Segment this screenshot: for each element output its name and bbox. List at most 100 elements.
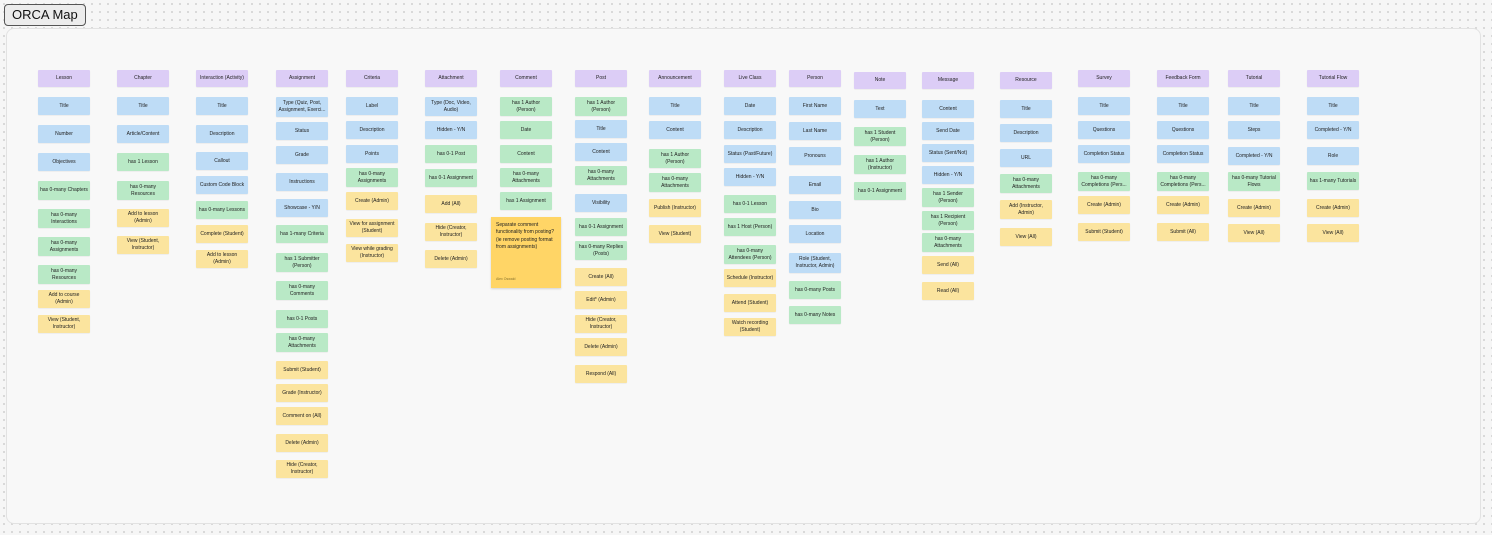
attribute-note-attachment[interactable]: Hide (Creator, Instructor) <box>425 223 477 241</box>
attribute-note-assignment[interactable]: has 1-many Criteria <box>276 225 328 243</box>
entity-header-announcement[interactable]: Announcement <box>649 70 701 87</box>
attribute-note-interaction[interactable]: Add to lesson (Admin) <box>196 250 248 268</box>
attribute-note-criteria[interactable]: Create (Admin) <box>346 192 398 210</box>
attribute-note-lesson[interactable]: Number <box>38 125 90 143</box>
entity-header-message[interactable]: Message <box>922 72 974 89</box>
attribute-note-lesson[interactable]: has 0-many Resources <box>38 265 90 284</box>
attribute-note-tutorial-flow[interactable]: Create (Admin) <box>1307 199 1359 217</box>
attribute-note-assignment[interactable]: has 0-many Comments <box>276 281 328 300</box>
attribute-note-comment[interactable]: has 0-many Attachments <box>500 168 552 187</box>
attribute-note-assignment[interactable]: Submit (Student) <box>276 361 328 379</box>
attribute-note-assignment[interactable]: Hide (Creator, Instructor) <box>276 460 328 478</box>
attribute-note-criteria[interactable]: View while grading (Instructor) <box>346 244 398 262</box>
attribute-note-note[interactable]: has 1 Student (Person) <box>854 127 906 146</box>
attribute-note-resource[interactable]: Description <box>1000 124 1052 142</box>
attribute-note-comment[interactable]: has 1 Author (Person) <box>500 97 552 116</box>
attribute-note-announcement[interactable]: View (Student) <box>649 225 701 243</box>
entity-header-resource[interactable]: Resource <box>1000 72 1052 89</box>
attribute-note-person[interactable]: has 0-many Notes <box>789 306 841 324</box>
attribute-note-live-class[interactable]: Description <box>724 121 776 139</box>
entity-header-tutorial-flow[interactable]: Tutorial Flow <box>1307 70 1359 87</box>
attribute-note-post[interactable]: has 1 Author (Person) <box>575 97 627 116</box>
entity-header-tutorial[interactable]: Tutorial <box>1228 70 1280 87</box>
attribute-note-assignment[interactable]: has 0-1 Posts <box>276 310 328 328</box>
attribute-note-feedback-form[interactable]: Completion Status <box>1157 145 1209 163</box>
attribute-note-resource[interactable]: Add (Instructor, Admin) <box>1000 200 1052 219</box>
sticky-note-comment[interactable]: Separate comment functionality from post… <box>491 217 561 288</box>
attribute-note-feedback-form[interactable]: has 0-many Completions (Pers... <box>1157 172 1209 191</box>
attribute-note-person[interactable]: Location <box>789 225 841 243</box>
attribute-note-post[interactable]: Edit* (Admin) <box>575 291 627 309</box>
attribute-note-feedback-form[interactable]: Title <box>1157 97 1209 115</box>
attribute-note-assignment[interactable]: Grade <box>276 146 328 164</box>
attribute-note-attachment[interactable]: Add (All) <box>425 195 477 213</box>
entity-header-post[interactable]: Post <box>575 70 627 87</box>
attribute-note-assignment[interactable]: Comment on (All) <box>276 407 328 425</box>
attribute-note-live-class[interactable]: has 0-many Attendees (Person) <box>724 245 776 264</box>
attribute-note-message[interactable]: Send (All) <box>922 256 974 274</box>
attribute-note-interaction[interactable]: Description <box>196 125 248 143</box>
attribute-note-message[interactable]: Content <box>922 100 974 118</box>
attribute-note-assignment[interactable]: has 1 Submitter (Person) <box>276 253 328 272</box>
attribute-note-tutorial[interactable]: Create (Admin) <box>1228 199 1280 217</box>
attribute-note-post[interactable]: Title <box>575 120 627 138</box>
attribute-note-chapter[interactable]: Article/Content <box>117 125 169 143</box>
attribute-note-post[interactable]: has 0-1 Assignment <box>575 218 627 236</box>
attribute-note-tutorial[interactable]: Completed - Y/N <box>1228 147 1280 165</box>
attribute-note-post[interactable]: Respond (All) <box>575 365 627 383</box>
attribute-note-tutorial-flow[interactable]: has 1-many Tutorials <box>1307 172 1359 190</box>
attribute-note-lesson[interactable]: Objectives <box>38 153 90 171</box>
attribute-note-tutorial-flow[interactable]: View (All) <box>1307 224 1359 242</box>
attribute-note-chapter[interactable]: has 0-many Resources <box>117 181 169 200</box>
attribute-note-lesson[interactable]: has 0-many Chapters <box>38 181 90 200</box>
attribute-note-interaction[interactable]: Complete (Student) <box>196 225 248 243</box>
attribute-note-note[interactable]: has 0-1 Assignment <box>854 182 906 200</box>
attribute-note-survey[interactable]: Submit (Student) <box>1078 223 1130 241</box>
attribute-note-announcement[interactable]: has 0-many Attachments <box>649 173 701 192</box>
attribute-note-survey[interactable]: Title <box>1078 97 1130 115</box>
attribute-note-criteria[interactable]: Points <box>346 145 398 163</box>
attribute-note-message[interactable]: Send Date <box>922 122 974 140</box>
entity-header-feedback-form[interactable]: Feedback Form <box>1157 70 1209 87</box>
attribute-note-post[interactable]: Visibility <box>575 194 627 212</box>
attribute-note-note[interactable]: has 1 Author (Instructor) <box>854 155 906 174</box>
attribute-note-announcement[interactable]: Publish (Instructor) <box>649 199 701 217</box>
attribute-note-attachment[interactable]: Delete (Admin) <box>425 250 477 268</box>
attribute-note-person[interactable]: Last Name <box>789 122 841 140</box>
attribute-note-post[interactable]: has 0-many Replies (Posts) <box>575 241 627 260</box>
entity-header-survey[interactable]: Survey <box>1078 70 1130 87</box>
attribute-note-assignment[interactable]: Type (Quiz, Post, Assignment, Exerci... <box>276 97 328 117</box>
attribute-note-tutorial-flow[interactable]: Role <box>1307 147 1359 165</box>
attribute-note-note[interactable]: Text <box>854 100 906 118</box>
entity-header-attachment[interactable]: Attachment <box>425 70 477 87</box>
attribute-note-lesson[interactable]: has 0-many Interactions <box>38 209 90 228</box>
attribute-note-interaction[interactable]: Callout <box>196 152 248 170</box>
attribute-note-tutorial[interactable]: Title <box>1228 97 1280 115</box>
attribute-note-assignment[interactable]: has 0-many Attachments <box>276 333 328 352</box>
attribute-note-live-class[interactable]: Date <box>724 97 776 115</box>
attribute-note-post[interactable]: Create (All) <box>575 268 627 286</box>
attribute-note-survey[interactable]: Questions <box>1078 121 1130 139</box>
attribute-note-tutorial[interactable]: has 0-many Tutorial Flows <box>1228 172 1280 191</box>
attribute-note-criteria[interactable]: View for assignment (Student) <box>346 219 398 237</box>
attribute-note-announcement[interactable]: Content <box>649 121 701 139</box>
attribute-note-post[interactable]: has 0-many Attachments <box>575 166 627 185</box>
attribute-note-survey[interactable]: Completion Status <box>1078 145 1130 163</box>
attribute-note-person[interactable]: Role (Student, Instructor, Admin) <box>789 253 841 273</box>
attribute-note-message[interactable]: has 0-many Attachments <box>922 233 974 252</box>
attribute-note-message[interactable]: Status (Sent/Not) <box>922 144 974 162</box>
entity-header-criteria[interactable]: Criteria <box>346 70 398 87</box>
entity-header-note[interactable]: Note <box>854 72 906 89</box>
entity-header-assignment[interactable]: Assignment <box>276 70 328 87</box>
attribute-note-live-class[interactable]: has 1 Host (Person) <box>724 218 776 236</box>
attribute-note-interaction[interactable]: Title <box>196 97 248 115</box>
attribute-note-lesson[interactable]: Title <box>38 97 90 115</box>
attribute-note-comment[interactable]: Content <box>500 145 552 163</box>
attribute-note-message[interactable]: has 1 Sender (Person) <box>922 188 974 207</box>
attribute-note-survey[interactable]: has 0-many Completions (Pers... <box>1078 172 1130 191</box>
attribute-note-live-class[interactable]: Status (Past/Future) <box>724 145 776 163</box>
attribute-note-tutorial-flow[interactable]: Title <box>1307 97 1359 115</box>
entity-header-person[interactable]: Person <box>789 70 841 87</box>
attribute-note-person[interactable]: has 0-many Posts <box>789 281 841 299</box>
attribute-note-person[interactable]: Bio <box>789 201 841 219</box>
